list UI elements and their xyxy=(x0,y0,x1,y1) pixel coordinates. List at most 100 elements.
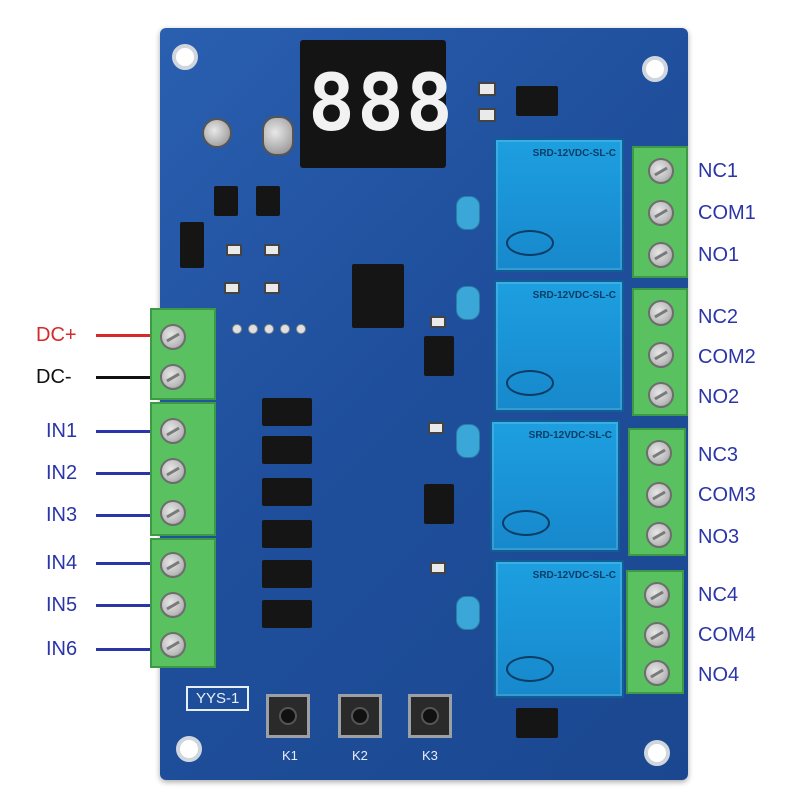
ceramic-capacitor xyxy=(456,286,480,320)
terminal-screw[interactable] xyxy=(644,582,670,608)
header-pad xyxy=(248,324,258,334)
terminal-screw[interactable] xyxy=(160,632,186,658)
button-k3[interactable] xyxy=(408,694,452,738)
mounting-hole xyxy=(176,736,202,762)
terminal-screw[interactable] xyxy=(648,242,674,268)
terminal-screw[interactable] xyxy=(646,440,672,466)
relay-brand-logo xyxy=(506,370,554,396)
terminal-screw[interactable] xyxy=(644,622,670,648)
label-in2: IN2 xyxy=(46,462,78,484)
terminal-screw[interactable] xyxy=(648,158,674,184)
ceramic-capacitor xyxy=(456,196,480,230)
relay-1: SRD-12VDC-SL-C xyxy=(494,138,624,272)
relay-brand-logo xyxy=(506,230,554,256)
label-nc3: NC3 xyxy=(698,444,739,466)
label-in4: IN4 xyxy=(46,552,78,574)
electrolytic-capacitor xyxy=(202,118,232,148)
mounting-hole xyxy=(642,56,668,82)
terminal-screw[interactable] xyxy=(646,482,672,508)
terminal-screw[interactable] xyxy=(648,342,674,368)
relay-model-text: SRD-12VDC-SL-C xyxy=(532,290,616,301)
optocoupler-chip xyxy=(424,336,454,376)
display-digits: 888 xyxy=(308,59,455,149)
smd-component xyxy=(264,282,280,294)
button-k3-label: K3 xyxy=(422,748,438,763)
relay-model-text: SRD-12VDC-SL-C xyxy=(532,570,616,581)
wire-in1 xyxy=(96,430,150,433)
terminal-block-inputs-1 xyxy=(150,402,216,536)
terminal-screw[interactable] xyxy=(160,418,186,444)
ceramic-capacitor xyxy=(456,424,480,458)
electrolytic-capacitor xyxy=(262,116,294,156)
optocoupler-chip xyxy=(262,600,312,628)
terminal-screw[interactable] xyxy=(648,382,674,408)
wire-in3 xyxy=(96,514,150,517)
wire-dc-minus xyxy=(96,376,150,379)
regulator-chip xyxy=(256,186,280,216)
terminal-screw[interactable] xyxy=(160,500,186,526)
optocoupler-chip xyxy=(262,560,312,588)
smd-component xyxy=(264,244,280,256)
regulator-chip xyxy=(214,186,238,216)
terminal-block-power xyxy=(150,308,216,400)
smd-component xyxy=(428,422,444,434)
header-pad xyxy=(296,324,306,334)
label-com4: COM4 xyxy=(698,624,756,646)
wire-in5 xyxy=(96,604,150,607)
transistor xyxy=(180,222,204,268)
diode-chip xyxy=(516,708,558,738)
header-pad xyxy=(264,324,274,334)
button-cap xyxy=(421,707,439,725)
label-dc-plus: DC+ xyxy=(36,324,77,346)
relay-brand-logo xyxy=(506,656,554,682)
label-com1: COM1 xyxy=(698,202,756,224)
wire-in2 xyxy=(96,472,150,475)
terminal-screw[interactable] xyxy=(644,660,670,686)
label-in6: IN6 xyxy=(46,638,78,660)
terminal-screw[interactable] xyxy=(160,364,186,390)
relay-3: SRD-12VDC-SL-C xyxy=(490,420,620,552)
diode-chip xyxy=(516,86,558,116)
relay-model-text: SRD-12VDC-SL-C xyxy=(532,148,616,159)
wire-in4 xyxy=(96,562,150,565)
button-cap xyxy=(279,707,297,725)
terminal-screw[interactable] xyxy=(646,522,672,548)
label-in3: IN3 xyxy=(46,504,78,526)
smd-component xyxy=(430,316,446,328)
terminal-block-relay-4 xyxy=(626,570,684,694)
terminal-block-relay-2 xyxy=(632,288,688,416)
relay-4: SRD-12VDC-SL-C xyxy=(494,560,624,698)
button-k1[interactable] xyxy=(266,694,310,738)
optocoupler-chip xyxy=(424,484,454,524)
smd-component xyxy=(224,282,240,294)
terminal-block-relay-1 xyxy=(632,146,688,278)
smd-component xyxy=(478,82,496,96)
terminal-screw[interactable] xyxy=(160,552,186,578)
terminal-block-inputs-2 xyxy=(150,538,216,668)
label-in5: IN5 xyxy=(46,594,78,616)
button-k2[interactable] xyxy=(338,694,382,738)
terminal-screw[interactable] xyxy=(160,458,186,484)
label-no4: NO4 xyxy=(698,664,740,686)
wire-dc-plus xyxy=(96,334,150,337)
optocoupler-chip xyxy=(262,478,312,506)
mounting-hole xyxy=(172,44,198,70)
terminal-screw[interactable] xyxy=(648,300,674,326)
optocoupler-chip xyxy=(262,436,312,464)
label-no3: NO3 xyxy=(698,526,740,548)
terminal-screw[interactable] xyxy=(160,324,186,350)
terminal-screw[interactable] xyxy=(160,592,186,618)
relay-brand-logo xyxy=(502,510,550,536)
label-nc1: NC1 xyxy=(698,160,739,182)
header-pad xyxy=(280,324,290,334)
button-cap xyxy=(351,707,369,725)
label-dc-minus: DC- xyxy=(36,366,72,388)
relay-model-text: SRD-12VDC-SL-C xyxy=(528,430,612,441)
label-nc4: NC4 xyxy=(698,584,739,606)
board-model-label: YYS-1 xyxy=(186,686,250,711)
relay-2: SRD-12VDC-SL-C xyxy=(494,280,624,412)
smd-component xyxy=(478,108,496,122)
terminal-screw[interactable] xyxy=(648,200,674,226)
terminal-block-relay-3 xyxy=(628,428,686,556)
wire-in6 xyxy=(96,648,150,651)
